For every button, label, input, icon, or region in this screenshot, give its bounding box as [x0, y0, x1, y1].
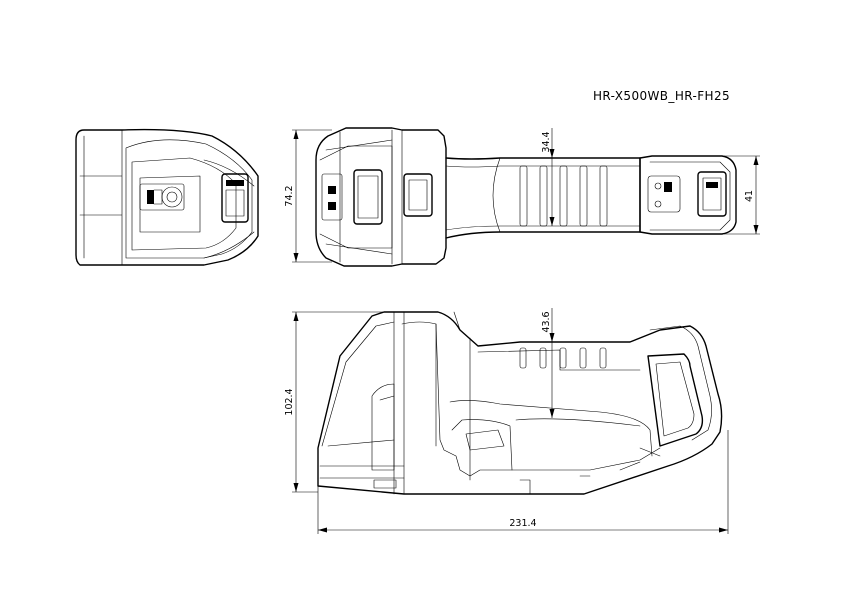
- dimension-side-height: 102.4: [284, 311, 386, 493]
- dimension-grip-depth: 43.6: [541, 308, 555, 418]
- dimension-label-top-height: 74.2: [284, 185, 295, 206]
- side-view: [317, 311, 723, 495]
- dimension-label-overall-length: 231.4: [509, 518, 536, 529]
- dimension-overall-length: 231.4: [317, 430, 729, 534]
- dimension-tail-height: 41: [724, 155, 760, 235]
- front-view: [75, 128, 259, 266]
- dimension-label-side-height: 102.4: [284, 388, 295, 415]
- dimension-grip-width: 34.4: [541, 128, 555, 226]
- dimension-label-tail-height: 41: [744, 190, 755, 202]
- drawing-title: HR-X500WB_HR-FH25: [593, 89, 730, 103]
- dimension-top-height: 74.2: [284, 129, 332, 263]
- top-view: [315, 127, 737, 267]
- dimension-label-grip-width: 34.4: [541, 131, 552, 152]
- dimension-label-grip-depth: 43.6: [541, 311, 552, 332]
